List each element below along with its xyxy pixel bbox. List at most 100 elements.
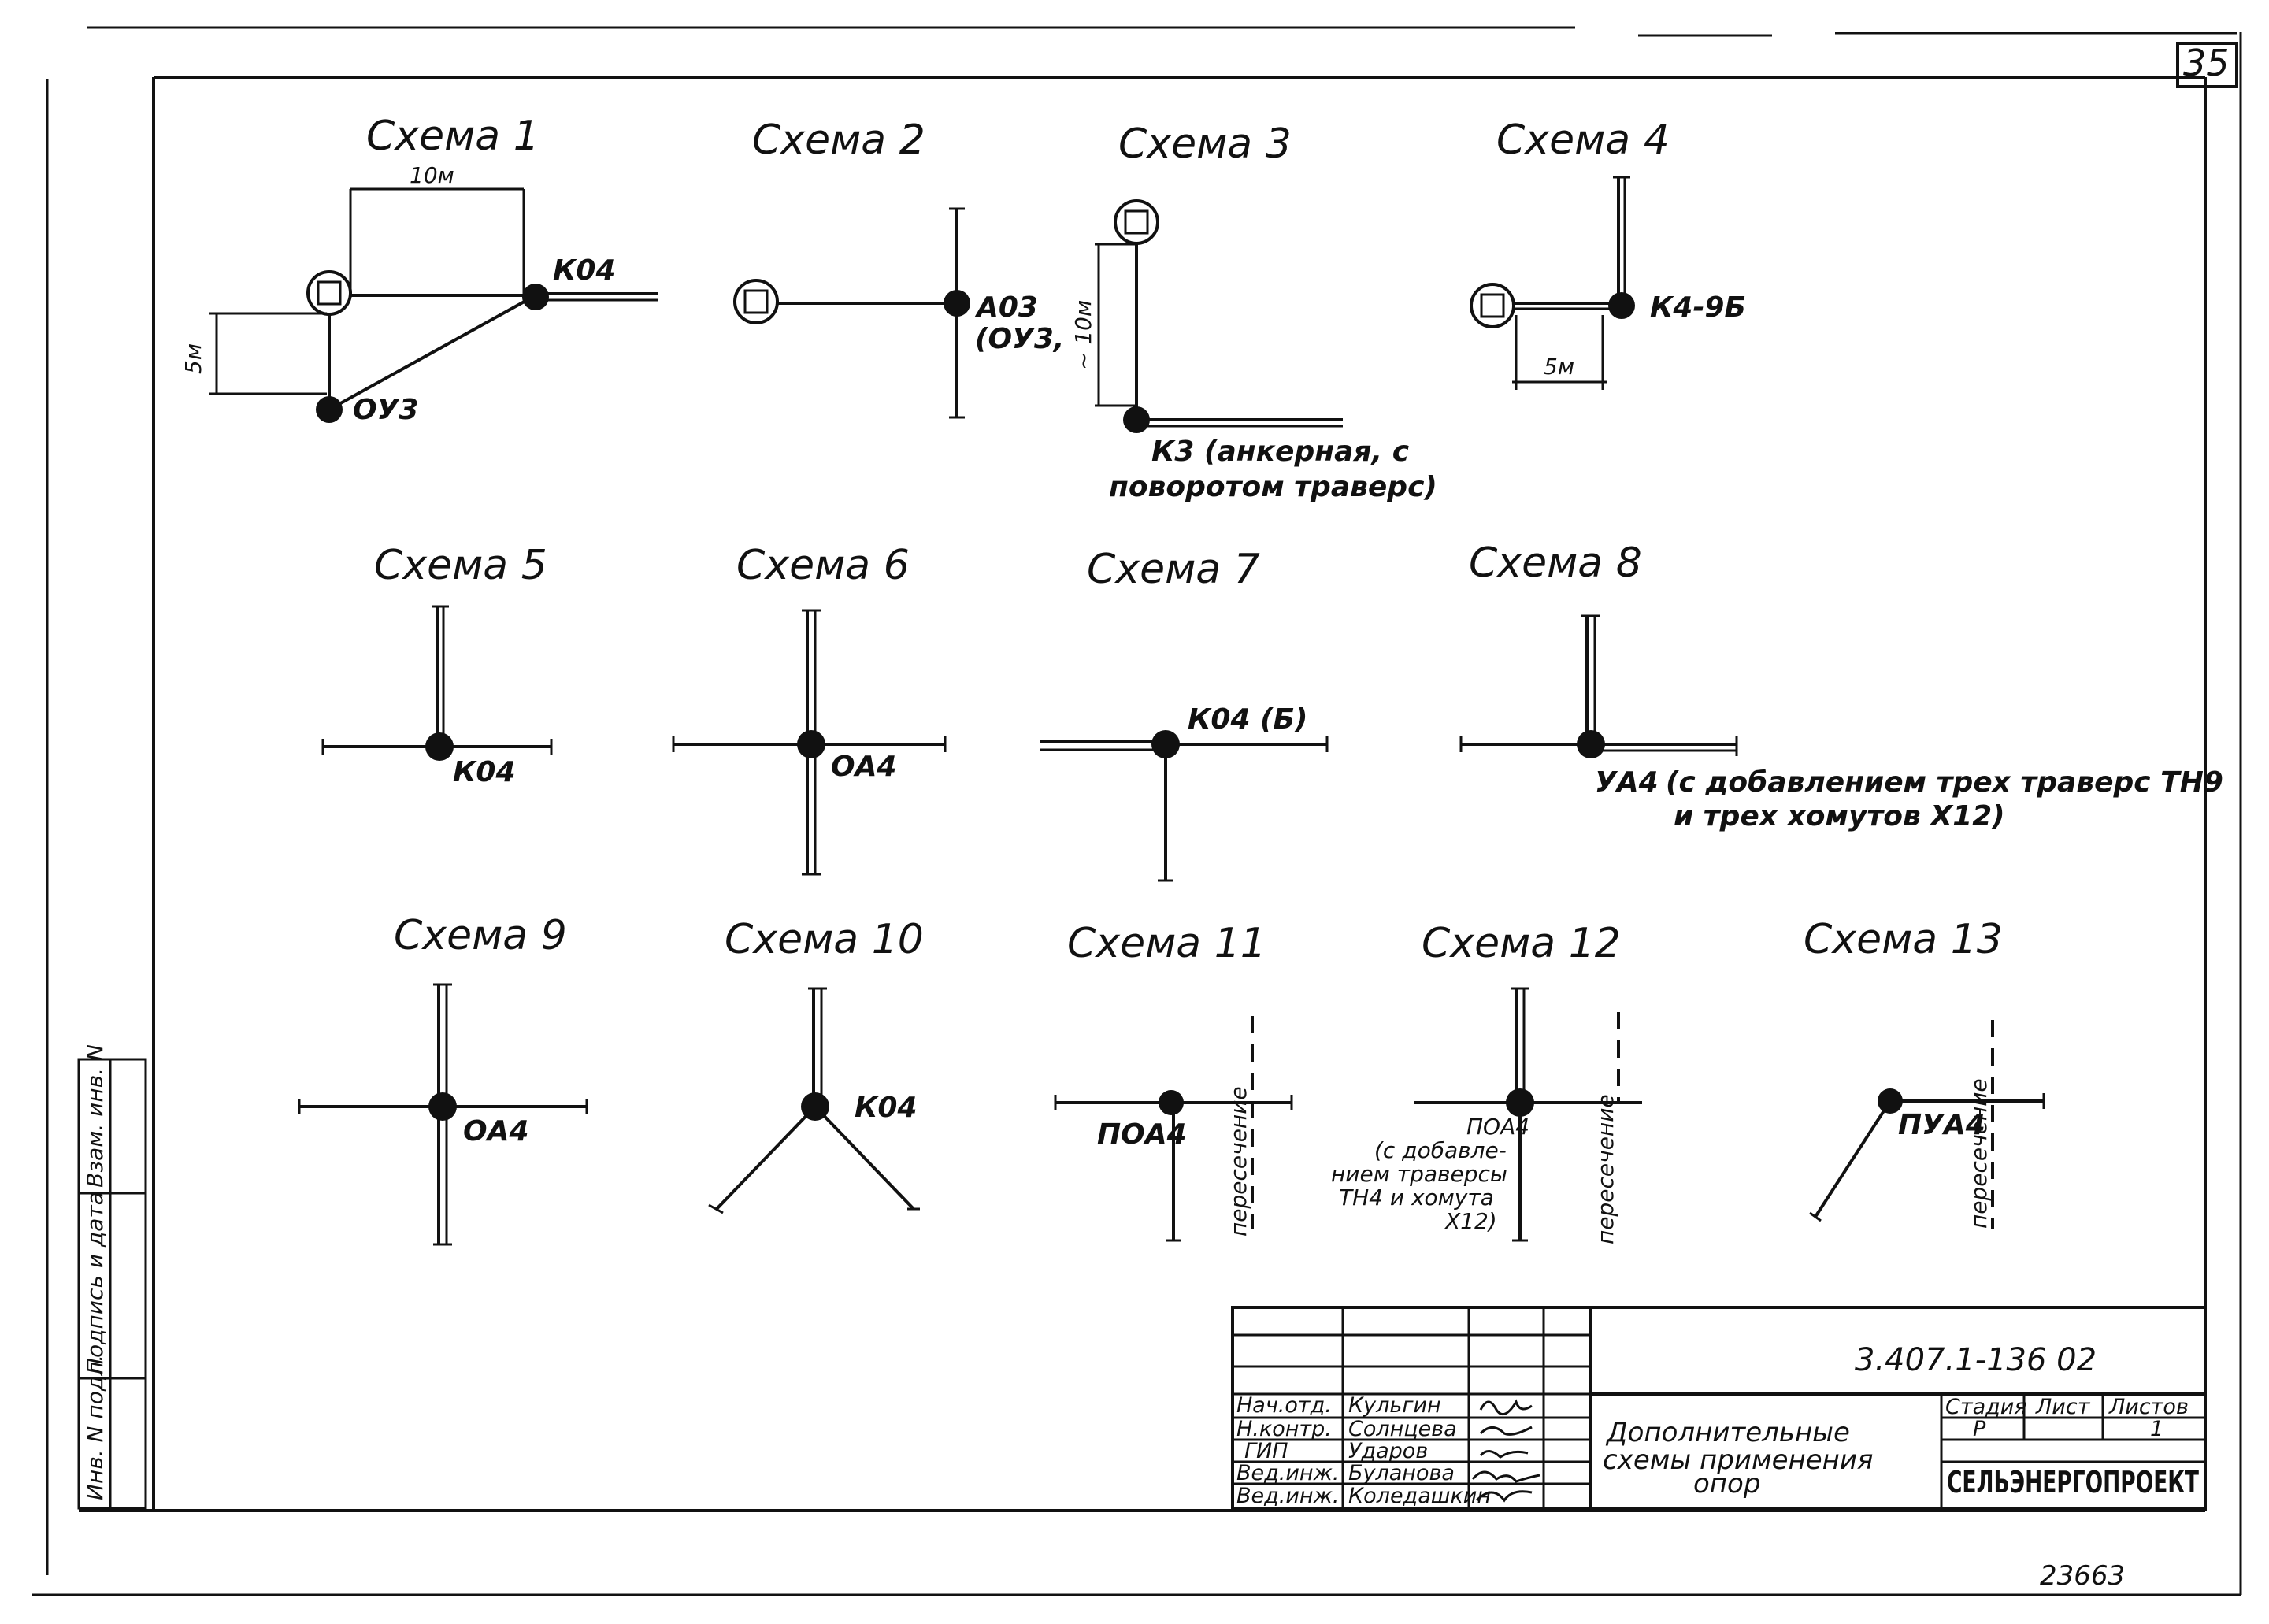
scheme-8-note-line2: и трех хомутов Х12) bbox=[1674, 800, 2005, 832]
scheme-10-label-k04: К04 bbox=[855, 1092, 918, 1124]
scheme-6: Схема 6 ОА4 bbox=[672, 542, 947, 876]
document-title-line2: схемы применения bbox=[1603, 1444, 1873, 1476]
support-node bbox=[1151, 730, 1180, 758]
scheme-12-note-line1: (с добавле- bbox=[1374, 1137, 1507, 1163]
support-node bbox=[316, 396, 343, 423]
document-code: 3.407.1-136 02 bbox=[1855, 1342, 2097, 1378]
scheme-1: Схема 1 10м 5м К04 ОУ3 bbox=[180, 113, 658, 426]
bottom-code: 23663 bbox=[2040, 1560, 2125, 1592]
scheme-10-title: Схема 10 bbox=[725, 916, 924, 963]
stamp-replace-inv: Взам. инв. N bbox=[82, 1044, 108, 1188]
scheme-1-label-k04: К04 bbox=[553, 254, 616, 287]
scheme-13: Схема 13 ПУА4 пересечение bbox=[1804, 916, 2045, 1229]
scheme-11: Схема 11 ПОА4 пересечение bbox=[1054, 920, 1293, 1242]
support-node bbox=[1577, 730, 1605, 758]
name-4: Буланова bbox=[1348, 1461, 1455, 1485]
outer-border bbox=[32, 26, 2242, 1596]
scheme-2: Схема 2 А03 (ОУ3, bbox=[733, 117, 1065, 419]
sheet-header: Лист bbox=[2035, 1395, 2091, 1419]
scheme-6-label-oa4: ОА4 bbox=[831, 751, 897, 783]
support-node bbox=[944, 290, 970, 317]
name-1: Кульгин bbox=[1348, 1393, 1441, 1418]
sheets-value: 1 bbox=[2150, 1417, 2163, 1441]
scheme-6-title: Схема 6 bbox=[736, 542, 910, 589]
scheme-12-note-line3: ТН4 и хомута bbox=[1339, 1185, 1494, 1211]
scheme-11-label-poa4: ПОА4 bbox=[1097, 1118, 1187, 1151]
scheme-3: Схема 3 ~ 10м К3 (анкерная, с поворотом … bbox=[1070, 121, 1437, 503]
support-node bbox=[522, 284, 549, 310]
support-node bbox=[1506, 1088, 1534, 1117]
scheme-1-dim-10m: 10м bbox=[410, 162, 454, 188]
scheme-11-title: Схема 11 bbox=[1067, 920, 1266, 967]
scheme-8-note-line1: (с добавлением трех траверс ТН9 bbox=[1666, 766, 2223, 799]
scheme-8-label-ua4: УА4 bbox=[1595, 766, 1659, 799]
scheme-12: Схема 12 ПОА4 (с добавле- нием траверсы … bbox=[1331, 920, 1642, 1244]
sheet-number: 35 bbox=[2183, 42, 2230, 84]
scheme-4-label-k4-9b: К4-9Б bbox=[1650, 291, 1746, 324]
scheme-7: Схема 7 К04 (Б) bbox=[1040, 546, 1329, 882]
scheme-7-title: Схема 7 bbox=[1087, 546, 1260, 593]
scheme-12-crossing-label: пересечение bbox=[1592, 1094, 1618, 1244]
document-title-line3: опор bbox=[1693, 1468, 1760, 1500]
scheme-3-label-k3: К3 (анкерная, с bbox=[1151, 436, 1409, 468]
support-node bbox=[428, 1092, 457, 1121]
scheme-4-title: Схема 4 bbox=[1496, 117, 1670, 164]
stage-header: Стадия bbox=[1945, 1395, 2027, 1419]
role-chief-engineer: ГИП bbox=[1244, 1439, 1288, 1463]
scheme-12-note-line4: Х12) bbox=[1444, 1208, 1497, 1234]
scheme-5-title: Схема 5 bbox=[374, 542, 547, 589]
scheme-9-title: Схема 9 bbox=[394, 912, 567, 959]
title-block: 3.407.1-136 02 Нач.отд. Н.контр. ГИП Вед… bbox=[1231, 1306, 2207, 1510]
name-2: Солнцева bbox=[1348, 1417, 1457, 1441]
scheme-3-title: Схема 3 bbox=[1118, 121, 1292, 168]
scheme-11-crossing-label: пересечение bbox=[1225, 1086, 1251, 1237]
scheme-1-label-ou3: ОУ3 bbox=[353, 394, 418, 426]
name-3: Ударов bbox=[1348, 1439, 1428, 1463]
existing-support-symbol bbox=[306, 270, 352, 316]
support-node bbox=[425, 732, 454, 761]
inner-frame: 35 bbox=[79, 42, 2238, 1512]
role-norm-control: Н.контр. bbox=[1236, 1417, 1332, 1441]
role-lead-engineer-2: Вед.инж. bbox=[1236, 1484, 1340, 1508]
scheme-2-title: Схема 2 bbox=[752, 117, 925, 164]
organization-name: СЕЛЬЭНЕРГОПРОЕКТ bbox=[1947, 1465, 2199, 1500]
side-stamp: Инв. N подл. Подпись и дата Взам. инв. N bbox=[77, 1044, 147, 1510]
scheme-9-label-oa4: ОА4 bbox=[463, 1115, 529, 1148]
scheme-1-title: Схема 1 bbox=[366, 113, 539, 160]
stamp-signature-date: Подпись и дата bbox=[82, 1192, 108, 1374]
support-node bbox=[797, 730, 825, 758]
scheme-1-dim-5m: 5м bbox=[180, 343, 206, 374]
scheme-13-title: Схема 13 bbox=[1804, 916, 2003, 963]
scheme-4: Схема 4 К4-9Б 5м bbox=[1470, 117, 1746, 390]
scheme-8: Схема 8 УА4 (с добавлением трех траверс … bbox=[1459, 539, 2223, 832]
support-node bbox=[801, 1092, 829, 1121]
signatures bbox=[1471, 1399, 1540, 1503]
support-node bbox=[1608, 292, 1635, 319]
scheme-3-dim-10m: ~ 10м bbox=[1070, 300, 1096, 370]
scheme-9: Схема 9 ОА4 bbox=[298, 912, 588, 1246]
scheme-12-title: Схема 12 bbox=[1422, 920, 1621, 967]
scheme-2-label-ou3: (ОУ3, bbox=[975, 323, 1065, 355]
sheets-header: Листов bbox=[2108, 1395, 2189, 1419]
stage-value: Р bbox=[1973, 1417, 1986, 1441]
stamp-inv-number: Инв. N подл. bbox=[82, 1355, 108, 1500]
scheme-12-label-poa4: ПОА4 bbox=[1466, 1114, 1529, 1140]
document-title-line1: Дополнительные bbox=[1605, 1417, 1850, 1448]
scheme-4-dim-5m: 5м bbox=[1544, 354, 1574, 380]
support-node bbox=[1123, 406, 1150, 433]
scheme-7-label-k04b: К04 (Б) bbox=[1188, 703, 1307, 736]
scheme-5-label-k04: К04 bbox=[453, 756, 516, 788]
support-node bbox=[1159, 1090, 1184, 1115]
scheme-13-crossing-label: пересечение bbox=[1966, 1078, 1992, 1229]
support-node bbox=[1878, 1088, 1903, 1114]
scheme-5: Схема 5 К04 bbox=[321, 542, 553, 788]
scheme-12-note-line2: нием траверсы bbox=[1331, 1161, 1507, 1187]
scheme-2-label-a03: А03 bbox=[974, 291, 1038, 324]
scheme-13-label-pua4: ПУА4 bbox=[1898, 1109, 1985, 1141]
role-head-of-dept: Нач.отд. bbox=[1236, 1393, 1332, 1418]
scheme-8-title: Схема 8 bbox=[1469, 539, 1642, 587]
role-lead-engineer-1: Вед.инж. bbox=[1236, 1461, 1340, 1485]
scheme-3-label-k3-line2: поворотом траверс) bbox=[1109, 471, 1437, 503]
name-5: Коледашкин bbox=[1348, 1484, 1491, 1508]
